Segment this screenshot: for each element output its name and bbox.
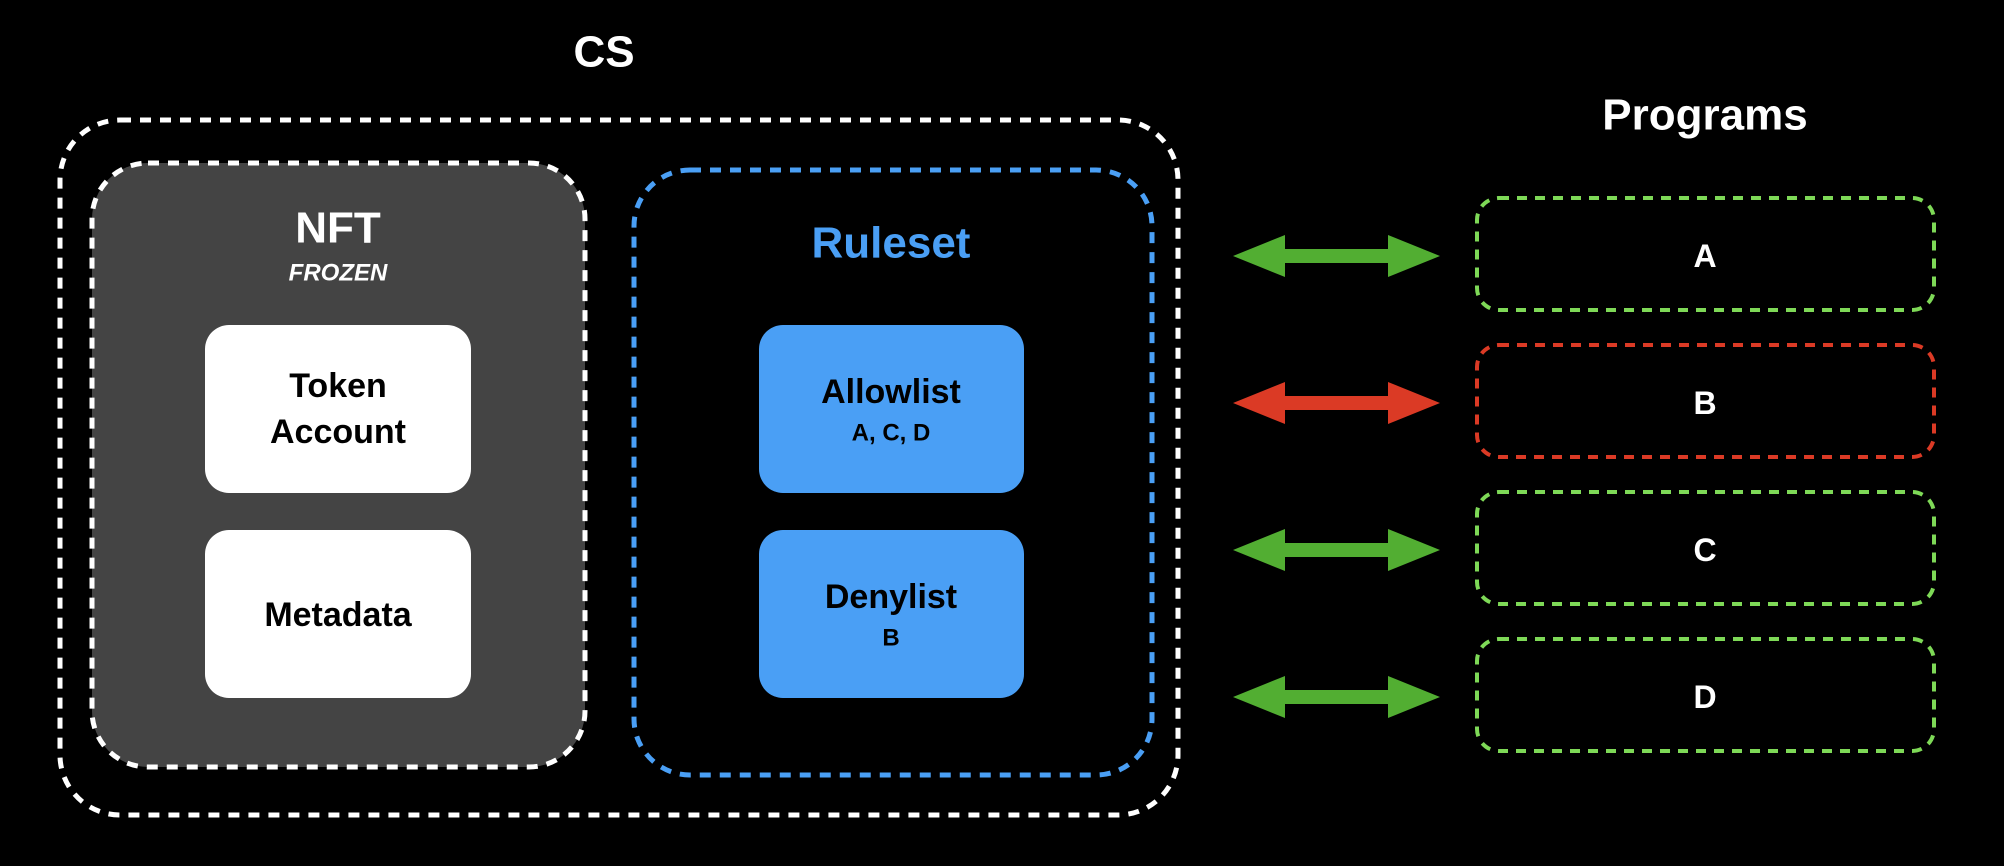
ruleset-container bbox=[631, 167, 1155, 778]
allowlist-box bbox=[759, 325, 1024, 493]
programs-title: Programs bbox=[1602, 91, 1807, 140]
denylist-members: B bbox=[882, 625, 899, 652]
program-label: B bbox=[1693, 385, 1716, 421]
program-box bbox=[1475, 490, 1936, 606]
double-arrow-icon bbox=[1233, 676, 1440, 718]
cs-title: CS bbox=[573, 28, 634, 77]
allowlist-members: A, C, D bbox=[852, 420, 931, 447]
denylist-label: Denylist bbox=[825, 578, 957, 616]
cs-container bbox=[57, 117, 1181, 818]
program-row-b: B bbox=[1233, 343, 1936, 459]
ruleset-title: Ruleset bbox=[812, 219, 971, 268]
double-arrow-icon bbox=[1233, 529, 1440, 571]
ruleset-group: Ruleset Allowlist A, C, D Denylist B bbox=[631, 167, 1155, 778]
nft-group: NFT FROZEN Token Account Metadata bbox=[89, 160, 588, 770]
program-label: D bbox=[1693, 679, 1716, 715]
program-row-c: C bbox=[1233, 490, 1936, 606]
program-label: C bbox=[1693, 532, 1716, 568]
token-account-box bbox=[205, 325, 471, 493]
programs-list: A B C D bbox=[1233, 196, 1936, 753]
denylist-box bbox=[759, 530, 1024, 698]
token-account-label-line1: Token bbox=[289, 367, 387, 405]
program-box bbox=[1475, 196, 1936, 312]
metadata-box bbox=[205, 530, 471, 698]
program-row-d: D bbox=[1233, 637, 1936, 753]
double-arrow-icon bbox=[1233, 382, 1440, 424]
allowlist-label: Allowlist bbox=[821, 373, 961, 411]
metadata-label: Metadata bbox=[264, 596, 412, 634]
token-account-label-line2: Account bbox=[270, 413, 406, 451]
nft-title: NFT bbox=[295, 204, 381, 253]
nft-status: FROZEN bbox=[289, 260, 388, 287]
double-arrow-icon bbox=[1233, 235, 1440, 277]
program-box bbox=[1475, 637, 1936, 753]
program-row-a: A bbox=[1233, 196, 1936, 312]
program-label: A bbox=[1693, 238, 1716, 274]
program-box bbox=[1475, 343, 1936, 459]
